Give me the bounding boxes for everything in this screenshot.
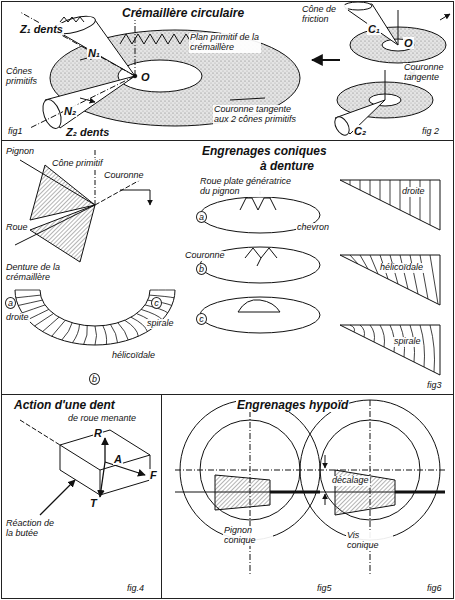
part-label: Couronne tangente aux 2 cônes primitifs bbox=[213, 105, 300, 125]
part-label: fig6 bbox=[426, 584, 443, 594]
part-label: fig.4 bbox=[126, 584, 145, 594]
part-label: C₂ bbox=[353, 125, 367, 137]
callout-letter: b bbox=[89, 373, 100, 385]
spiral-teeth bbox=[340, 325, 440, 375]
callout-letter: a bbox=[196, 211, 207, 223]
part-label: Vis conique bbox=[346, 531, 393, 551]
figure-title: Engrenages hypoïd bbox=[236, 399, 349, 412]
figure-panel: Crémaillère circulairePlan primitif de l… bbox=[1, 1, 454, 141]
part-label: R bbox=[93, 427, 103, 439]
figure-title: Engrenages coniques bbox=[201, 145, 328, 158]
part-label: spirale bbox=[146, 319, 175, 329]
part-label: Couronne bbox=[184, 251, 226, 261]
part-label: hélicoïdale bbox=[379, 263, 424, 273]
part-label: fig 2 bbox=[421, 127, 440, 137]
callout-letter: b bbox=[196, 263, 207, 275]
figure-title: Crémaillère circulaire bbox=[121, 7, 213, 20]
part-label: Z₂ dents bbox=[65, 126, 110, 138]
part-label: droite bbox=[401, 187, 426, 197]
part-label: Cônes primitifs bbox=[5, 67, 49, 87]
wheel-section bbox=[30, 205, 95, 262]
part-label: chevron bbox=[296, 223, 330, 233]
part-label: Cône de friction bbox=[301, 5, 348, 25]
callout-letter: c bbox=[151, 297, 162, 309]
part-label: Z₁ dents bbox=[19, 23, 64, 35]
part-label: spirale bbox=[393, 337, 422, 347]
callout-letter: a bbox=[5, 297, 16, 309]
part-label: droite bbox=[5, 313, 30, 323]
part-label: Denture de la crémaillère bbox=[5, 263, 69, 283]
part-label: N₂ bbox=[63, 105, 77, 117]
callout-letter: c bbox=[196, 313, 207, 325]
figure-panel: Action d'une dent de roue menanteR A F T Réac… bbox=[1, 394, 162, 599]
part-label: fig5 bbox=[316, 584, 333, 594]
figure-panel: Engrenages hypoïd décalagePignon conique V… bbox=[161, 394, 454, 599]
crown-c bbox=[200, 297, 320, 333]
part-label: C₁ bbox=[367, 23, 381, 35]
figure-title: Action d'une dent bbox=[13, 399, 116, 412]
figure-panel: Engrenages coniques à denture PignonCône p… bbox=[1, 140, 454, 395]
part-label: Couronne tangente bbox=[403, 63, 450, 83]
straight-teeth bbox=[340, 180, 440, 230]
part-label: Pignon conique bbox=[223, 526, 273, 546]
part-label: T bbox=[89, 497, 98, 509]
part-label: décalage bbox=[331, 476, 370, 486]
part-label: A bbox=[113, 453, 123, 465]
figure-title: à denture bbox=[259, 160, 315, 173]
rack-fan-outline bbox=[15, 290, 175, 345]
part-label: Réaction de la butée bbox=[5, 519, 62, 539]
conical-pinion bbox=[215, 475, 270, 510]
part-label: O bbox=[403, 37, 414, 49]
part-label: Roue plate génératrice du pignon bbox=[199, 177, 301, 197]
part-label: Plan primitif de la crémaillère bbox=[189, 33, 261, 53]
helical-teeth bbox=[340, 255, 440, 305]
part-label: fig1 bbox=[7, 127, 24, 137]
part-label: Couronne bbox=[103, 171, 145, 181]
part-label: Roue bbox=[5, 223, 29, 233]
part-label: O bbox=[140, 71, 151, 83]
part-label: N₁ bbox=[87, 47, 101, 59]
part-label: hélicoïdale bbox=[111, 351, 156, 361]
disc-hole bbox=[118, 60, 202, 92]
part-label: F bbox=[149, 469, 158, 481]
part-label: Cône primitif bbox=[51, 159, 104, 169]
part-label: Pignon bbox=[5, 147, 35, 157]
part-label: fig3 bbox=[426, 381, 443, 391]
part-label: de roue menante bbox=[67, 414, 137, 424]
